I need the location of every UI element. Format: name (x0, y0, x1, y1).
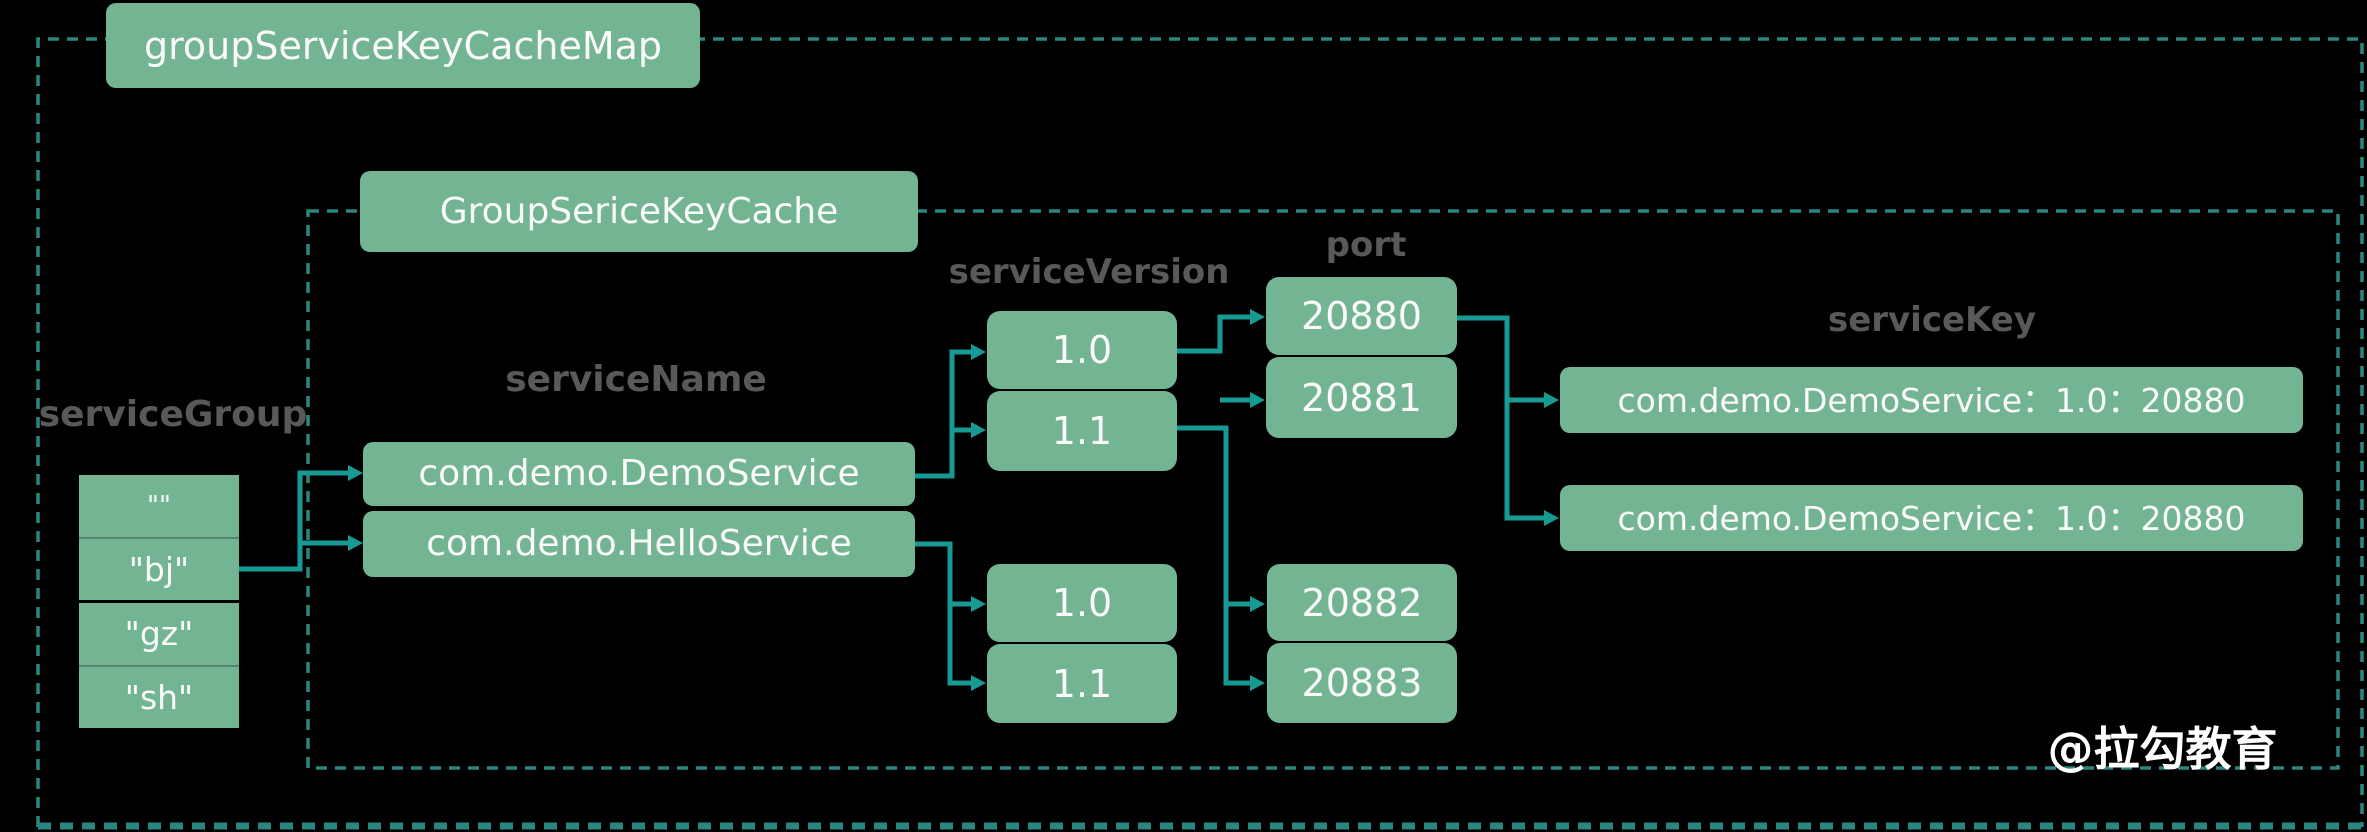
service-group-item-empty: "" (147, 490, 171, 521)
service-key-label: serviceKey (1827, 300, 2037, 340)
version-1-0-group2-box: 1.0 (987, 564, 1177, 642)
version-1-0-group1-box: 1.0 (987, 311, 1177, 389)
inner-dashed-border (306, 209, 2340, 770)
service-group-stack: "" "bj" "gz" "sh" (79, 475, 239, 728)
wire-helloservice-to-v10b (915, 541, 986, 691)
wire-bj-to-demoservice (239, 465, 363, 572)
version-1-1-group2-box: 1.1 (987, 644, 1177, 723)
wire-demoservice-to-v10 (915, 344, 986, 479)
service-name-label: serviceName (505, 359, 767, 400)
port-20882-box: 20882 (1267, 564, 1457, 641)
version-1-1-group1-box: 1.1 (987, 391, 1177, 471)
service-group-item-gz: "gz" (79, 600, 239, 665)
wire-v10-to-port20880 (1177, 309, 1265, 354)
port-20883-box: 20883 (1267, 643, 1457, 723)
wire-v11-to-port20883 (1177, 425, 1265, 691)
service-version-label: serviceVersion (948, 252, 1230, 292)
service-group-item-sh: "sh" (79, 664, 239, 729)
service-key-box-1: com.demo.DemoService：1.0：20880 (1560, 367, 2303, 433)
service-group-label: serviceGroup (38, 394, 308, 435)
inner-title-box: GroupSericeKeyCache (360, 171, 918, 252)
service-key-box-2: com.demo.DemoService：1.0：20880 (1560, 485, 2303, 551)
wire-port20880-to-key2 (1457, 315, 1559, 526)
port-20881-box: 20881 (1266, 357, 1457, 438)
title-box: groupServiceKeyCacheMap (106, 3, 700, 88)
service-group-item-bj: "bj" (79, 536, 239, 601)
port-label: port (1325, 225, 1407, 265)
port-20880-box: 20880 (1266, 277, 1457, 355)
outer-dashed-border (36, 37, 2364, 827)
service-name-hello-box: com.demo.HelloService (363, 511, 915, 577)
watermark-text: @拉勾教育 (2047, 722, 2278, 776)
service-name-demo-box: com.demo.DemoService (363, 442, 915, 506)
